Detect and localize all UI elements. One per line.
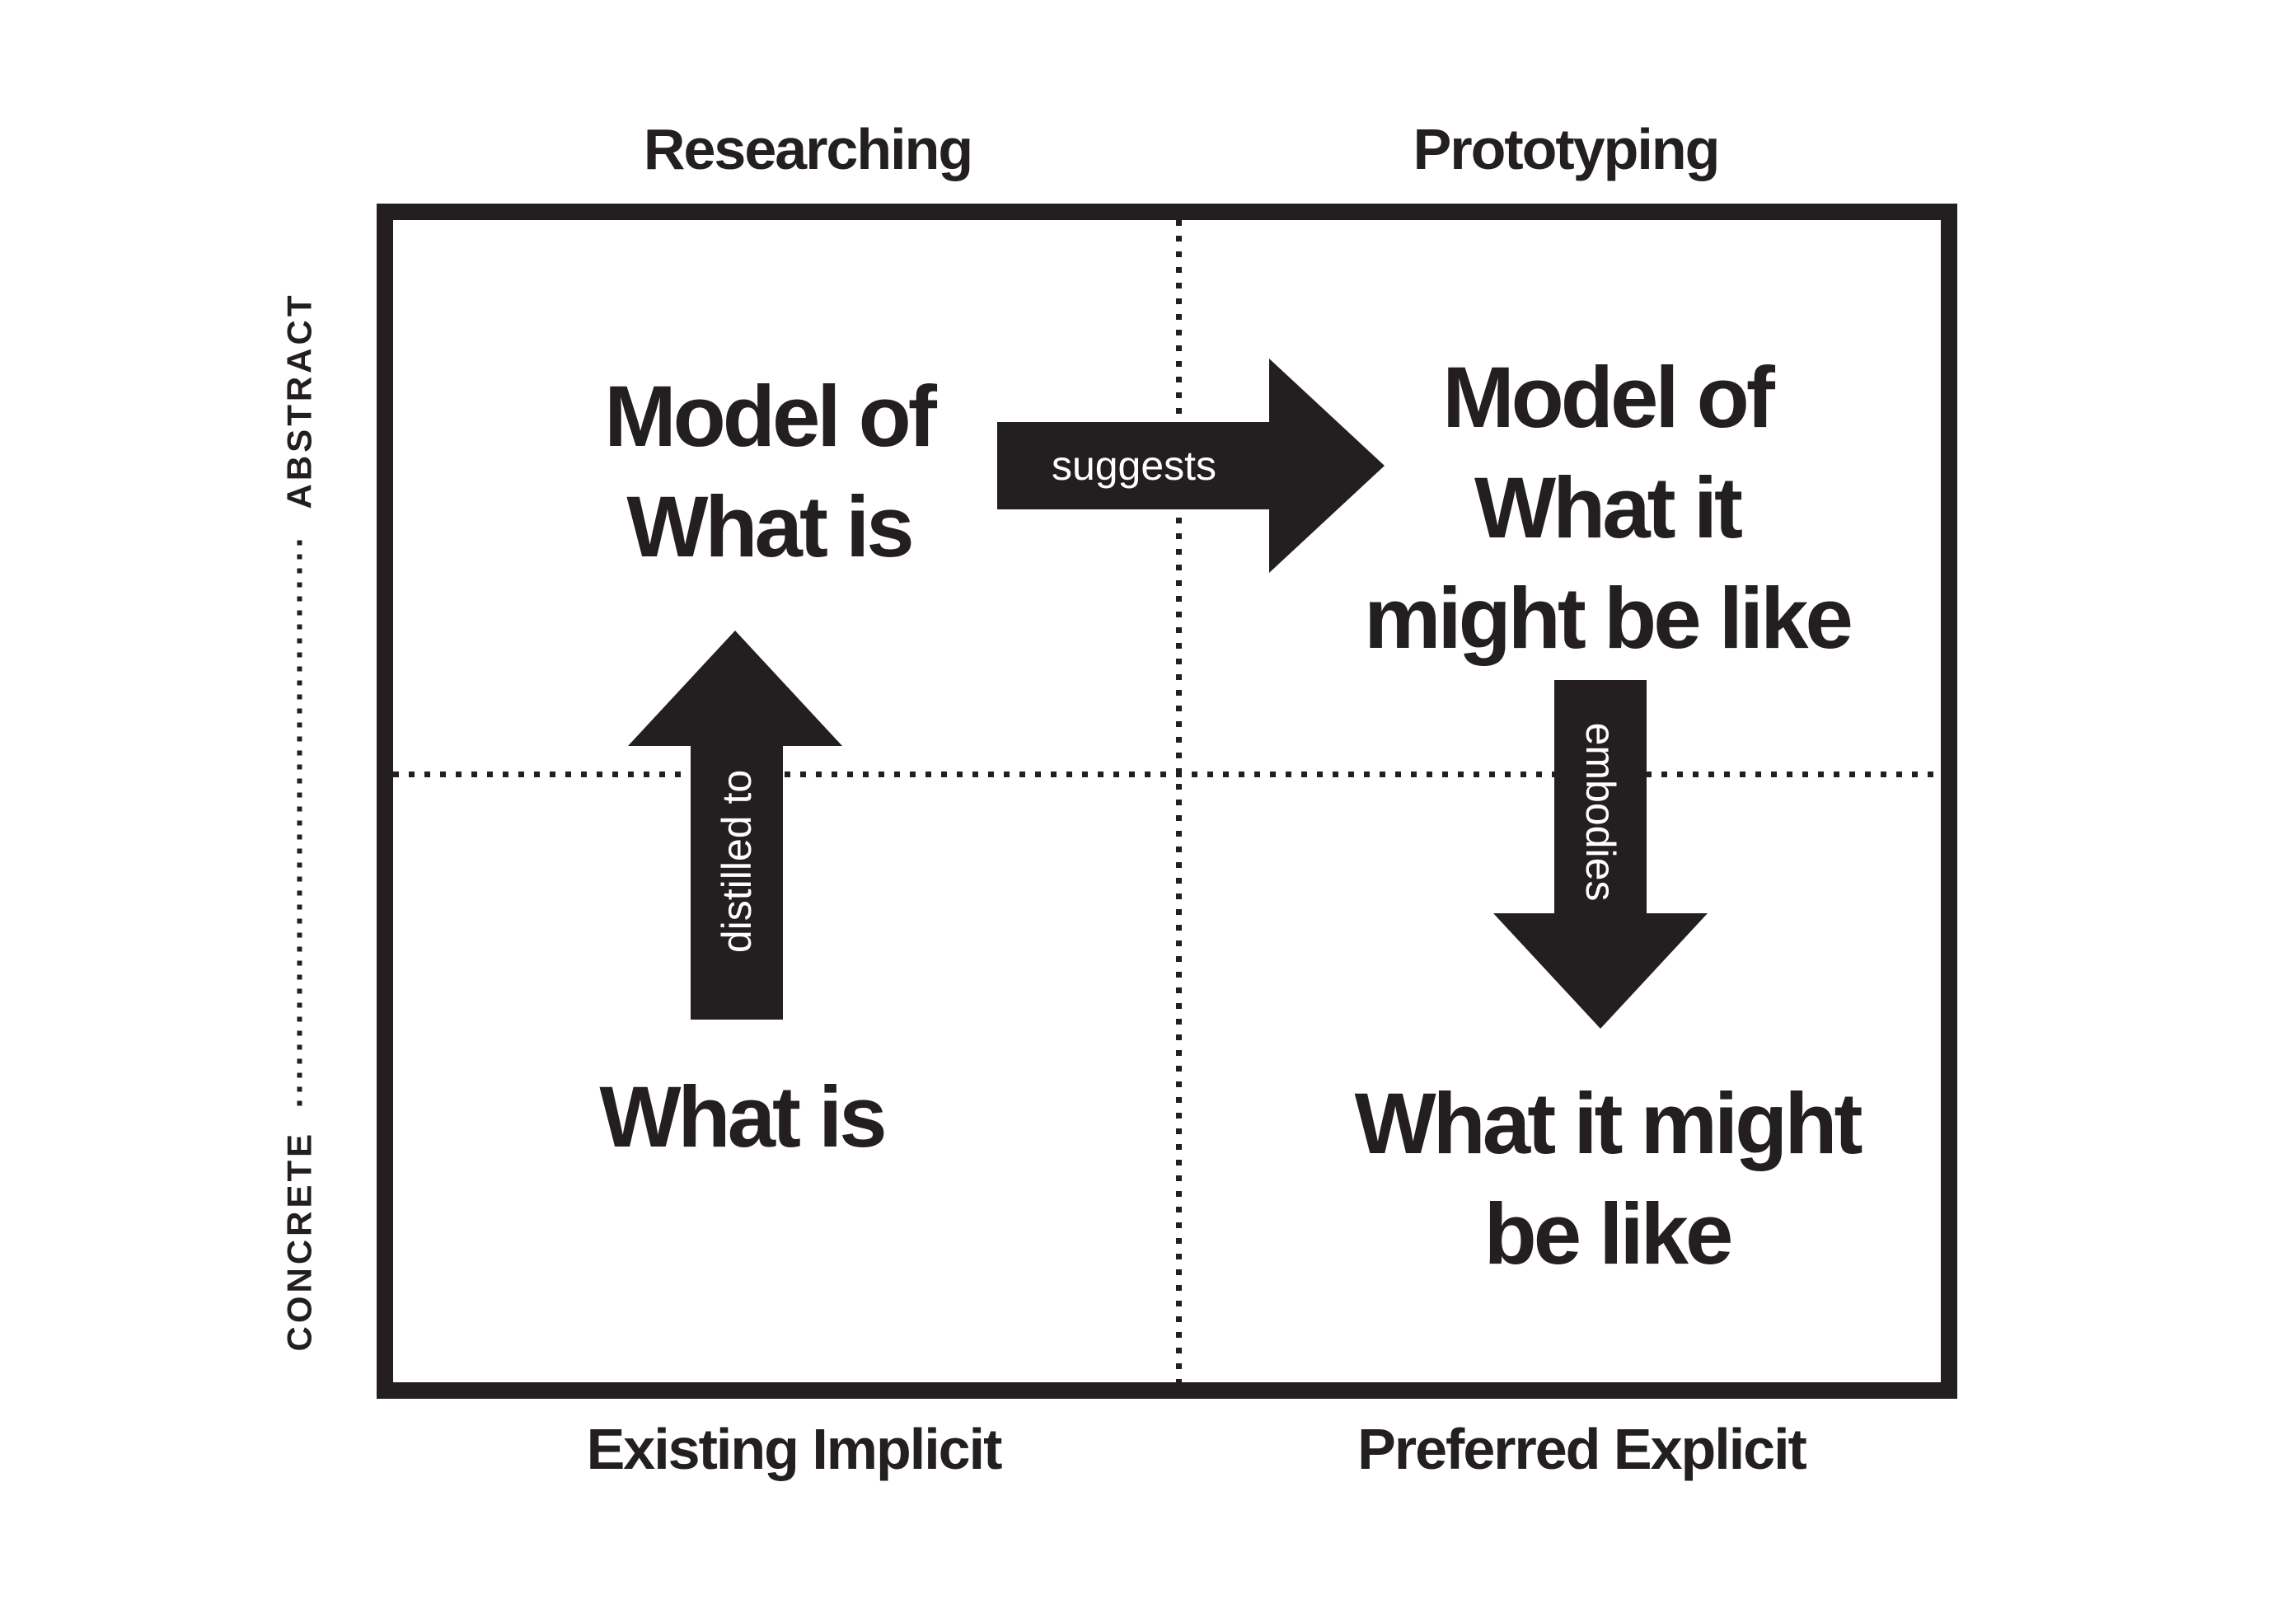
suggests-arrow: suggests xyxy=(997,359,1385,573)
vertical-dotted-divider xyxy=(1176,220,1182,1382)
axis-concrete-label: CONCRETE xyxy=(279,1130,319,1352)
embodies-arrow-label: embodies xyxy=(1577,722,1624,902)
quadrant-title-what-it-might-be-like: What it might be like xyxy=(1354,1076,1863,1283)
axis-dotted-leader xyxy=(297,533,302,1106)
arrowhead-up-icon xyxy=(628,631,842,746)
matrix-box xyxy=(377,204,1957,1399)
quadrant-title-model-of-what-is: Model of What is xyxy=(604,368,937,575)
embodies-arrow: embodies xyxy=(1493,680,1708,1029)
quadrant-title-what-is: What is xyxy=(599,1069,887,1165)
phase-label-prototyping: Prototyping xyxy=(1413,117,1721,181)
distilled-to-arrow-label: distilled to xyxy=(714,769,760,954)
vertical-axis-label: CONCRETE ABSTRACT xyxy=(279,292,319,1352)
embodies-arrow-shaft xyxy=(1554,680,1647,915)
suggests-arrow-shaft: suggests xyxy=(997,422,1271,509)
distilled-to-arrow: distilled to xyxy=(628,631,842,1020)
horizontal-dotted-divider xyxy=(393,772,1941,777)
suggests-arrow-label: suggests xyxy=(1051,443,1217,489)
quadrant-title-model-of-what-it-might-be-like: Model of What it might be like xyxy=(1364,349,1853,667)
arrowhead-right-icon xyxy=(1269,359,1385,573)
distilled-to-arrow-shaft xyxy=(691,744,783,1020)
phase-label-researching: Researching xyxy=(643,117,973,181)
arrowhead-down-icon xyxy=(1493,913,1708,1029)
outcome-label-preferred-explicit: Preferred Explicit xyxy=(1357,1417,1807,1481)
axis-abstract-label: ABSTRACT xyxy=(279,292,319,509)
outcome-label-existing-implicit: Existing Implicit xyxy=(586,1417,1003,1481)
